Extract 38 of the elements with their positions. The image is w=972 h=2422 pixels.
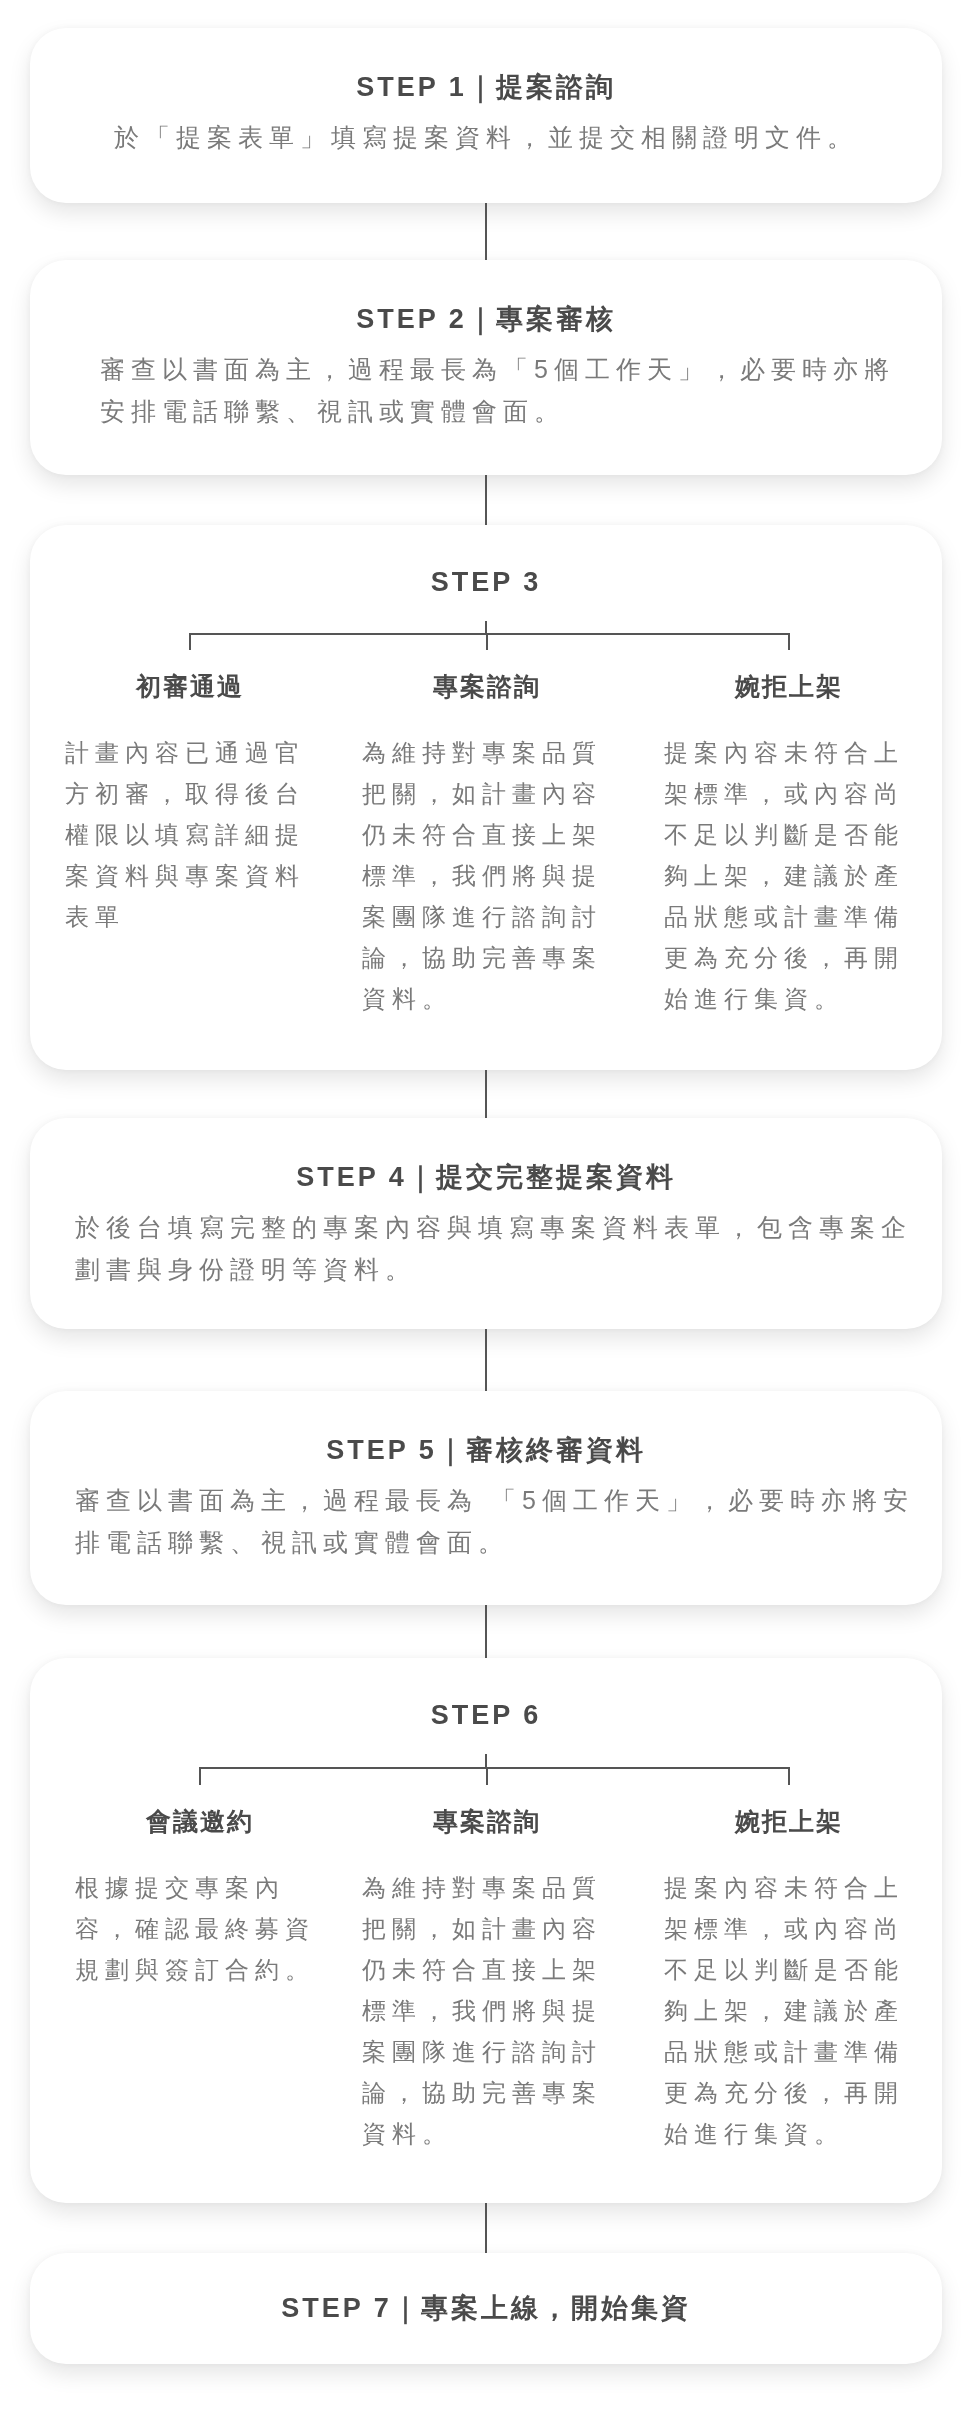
step-description: 於後台填寫完整的專案內容與填寫專案資料表單，包含專案企劃書與身份證明等資料。 [75,1212,913,1285]
connector-line [485,474,487,526]
option-description: 為維持對專案品質把關，如計畫內容仍未符合直接上架標準，我們將與提案團隊進行諮詢討論，協助完善專案資料。 [362,738,603,1014]
option-description: 根據提交專案內容，確認最終募資規劃與簽訂合約。 [75,1873,316,1985]
step-card [30,28,942,203]
step-card [30,2253,942,2364]
step-card [30,1658,942,2203]
step-title: STEP 7｜專案上線，開始集資 [281,2292,691,2325]
option-heading: 初審通過 [134,671,245,702]
step-title: STEP 6 [430,1698,542,1754]
option-heading: 專案諮詢 [432,671,542,702]
step-title: STEP 5｜審核終審資料 [326,1434,646,1467]
step-card [30,1391,942,1605]
option-heading: 會議邀約 [145,1806,255,1837]
connector-line [485,202,487,261]
step-card [30,1118,942,1329]
step-description: 審查以書面為主，過程最長為 「5個工作天」，必要時亦將安排電話聯繫、視訊或實體會面。 [75,1485,915,1558]
step-title: STEP 4｜提交完整提案資料 [296,1161,676,1194]
option-heading: 專案諮詢 [432,1806,542,1837]
connector-line [485,2202,487,2254]
option-description: 提案內容未符合上架標準，或內容尚不足以判斷是否能夠上架，建議於產品狀態或計畫準備更為充分後，再開始進行集資。 [664,1873,905,2149]
option-description: 計畫內容已通過官方初審，取得後台權限以填寫詳細提案資料與專案資料表單 [65,738,306,932]
step-description: 審查以書面為主，過程最長為「5個工作天」，必要時亦將安排電話聯繫、視訊或實體會面。 [100,354,896,427]
connector-line [485,1604,487,1659]
branch-connector [485,1753,790,1786]
step-title: STEP 3 [430,565,542,621]
option-heading: 婉拒上架 [733,1806,844,1837]
step-title: STEP 2｜專案審核 [356,303,616,336]
connector-line [485,1328,487,1392]
connector-line [485,1069,487,1119]
option-heading: 婉拒上架 [733,671,844,702]
option-description: 提案內容未符合上架標準，或內容尚不足以判斷是否能夠上架，建議於產品狀態或計畫準備更為充分後，再開始進行集資。 [664,738,905,1014]
step-card [30,260,942,475]
step-card [30,525,942,1070]
branch-connector [485,620,790,651]
option-description: 為維持對專案品質把關，如計畫內容仍未符合直接上架標準，我們將與提案團隊進行諮詢討論，協助完善專案資料。 [362,1873,603,2149]
step-description: 於「提案表單」填寫提案資料，並提交相關證明文件。 [113,122,859,153]
step-title: STEP 1｜提案諮詢 [356,71,616,104]
